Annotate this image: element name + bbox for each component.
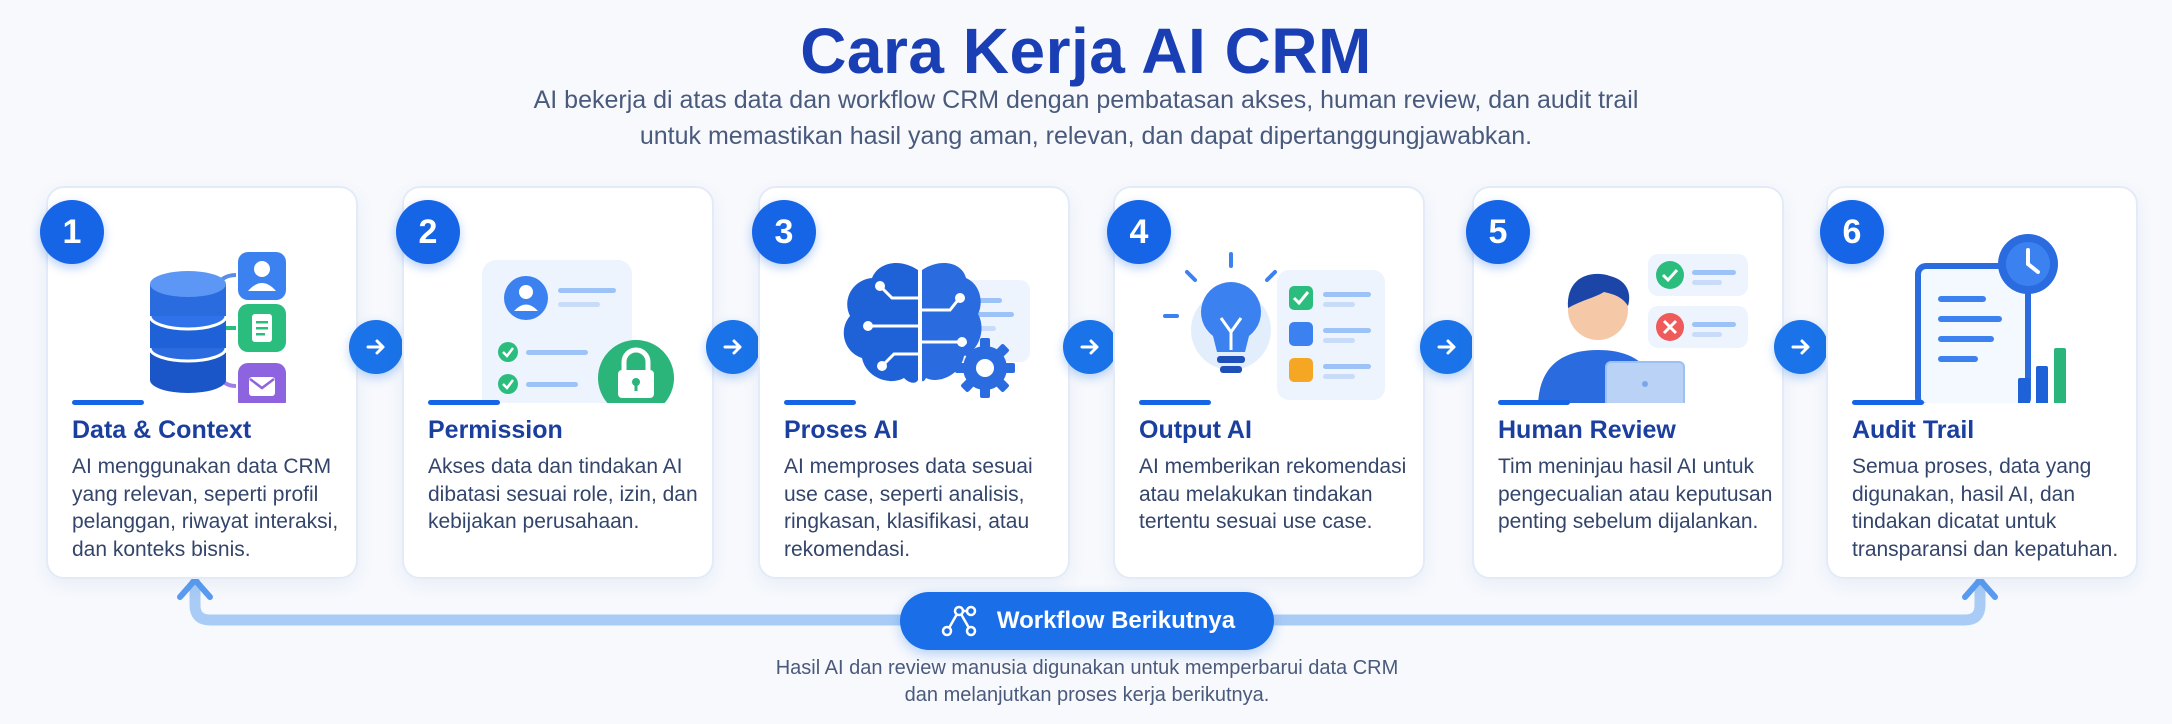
- lock-icon: [482, 260, 674, 403]
- subtitle-line-1: AI bekerja di atas data dan workflow CRM…: [533, 86, 1639, 114]
- accent-bar: [1498, 400, 1570, 405]
- step-number-badge: 1: [40, 200, 104, 264]
- step-title: Data & Context: [72, 416, 252, 444]
- accent-bar: [428, 400, 500, 405]
- step-number-badge: 6: [1820, 200, 1884, 264]
- step-card-proses-ai: 3: [752, 186, 1070, 579]
- accent-bar: [1852, 400, 1924, 405]
- step-title: Permission: [428, 416, 563, 444]
- step-title: Human Review: [1498, 416, 1676, 444]
- step-description: AI memproses data sesuai use case, seper…: [784, 455, 1033, 561]
- step-card-permission: 2 Permission Akses data dan tindakan AI …: [396, 186, 714, 579]
- lightbulb-icon: [1163, 252, 1385, 400]
- step-description: AI memberikan rekomendasi atau melakukan…: [1139, 455, 1407, 533]
- arrow-right-icon: [1420, 320, 1474, 374]
- workflow-note-line-1: Hasil AI dan review manusia digunakan un…: [775, 657, 1399, 679]
- audit-document-icon: [1915, 234, 2066, 403]
- reviewer-icon: [1538, 254, 1748, 403]
- arrow-right-icon: [349, 320, 403, 374]
- step-card-output-ai: 4 Output AI AI memberikan rekomendasi at…: [1107, 186, 1425, 579]
- brain-icon: [843, 263, 1030, 398]
- arrow-right-icon: [1063, 320, 1117, 374]
- step-number-badge: 4: [1107, 200, 1171, 264]
- step-number-badge: 3: [752, 200, 816, 264]
- step-description: Semua proses, data yang digunakan, hasil…: [1852, 455, 2119, 561]
- step-number-badge: 2: [396, 200, 460, 264]
- step-title: Output AI: [1139, 416, 1252, 444]
- step-number-badge: 5: [1466, 200, 1530, 264]
- accent-bar: [784, 400, 856, 405]
- step-title: Audit Trail: [1852, 416, 1975, 444]
- accent-bar: [1139, 400, 1211, 405]
- accent-bar: [72, 400, 144, 405]
- step-description: Tim meninjau hasil AI untuk pengecualian…: [1498, 455, 1773, 533]
- step-card-data-context: 1 Data & Context AI menggunakan data CRM…: [40, 186, 358, 579]
- workflow-next-label: Workflow Berikutnya: [996, 607, 1236, 634]
- arrow-right-icon: [706, 320, 760, 374]
- step-card-audit-trail: 6 Audit Trail Semua proses, data yang di…: [1820, 186, 2138, 579]
- page-title: Cara Kerja AI CRM: [800, 15, 1372, 87]
- step-card-human-review: 5 Human Review Tim meninjau hasil AI unt…: [1466, 186, 1784, 579]
- workflow-icon: [941, 605, 977, 637]
- workflow-note-line-2: dan melanjutkan proses kerja berikutnya.: [904, 684, 1270, 706]
- step-title: Proses AI: [784, 416, 899, 444]
- subtitle-line-2: untuk memastikan hasil yang aman, releva…: [639, 122, 1533, 150]
- arrow-right-icon: [1774, 320, 1828, 374]
- step-description: Akses data dan tindakan AI dibatasi sesu…: [428, 455, 698, 533]
- database-icon: [148, 252, 286, 403]
- step-description: AI menggunakan data CRM yang relevan, se…: [72, 455, 339, 561]
- workflow-next-button[interactable]: Workflow Berikutnya: [900, 592, 1274, 650]
